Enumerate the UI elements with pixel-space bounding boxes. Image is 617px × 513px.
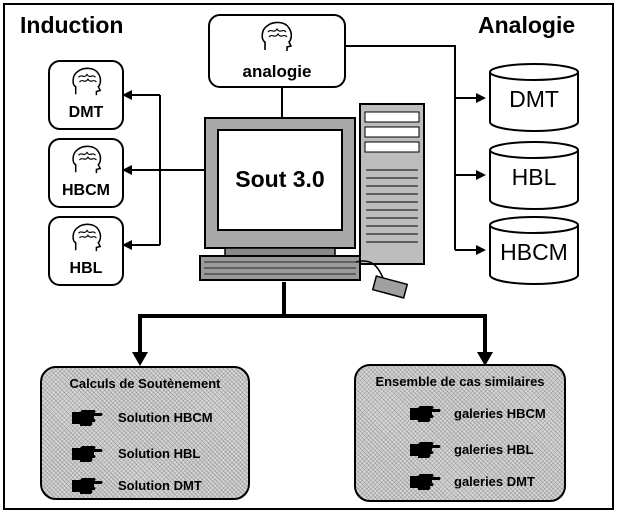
calculs-panel: Calculs de Soutènement Solution HBCM Sol… xyxy=(40,366,250,500)
panel-item-label: Solution DMT xyxy=(118,478,202,493)
database-dmt: DMT xyxy=(487,62,581,139)
pointing-hand-icon xyxy=(410,442,441,458)
analogie-box: analogie xyxy=(208,14,346,88)
induction-box-hbcm: HBCM xyxy=(48,138,124,208)
brain-head-icon xyxy=(72,67,102,96)
panel-item-label: galeries HBL xyxy=(454,442,534,457)
database-label: DMT xyxy=(509,86,559,112)
panel-left-arrowhead xyxy=(132,352,148,366)
pointing-hand-icon xyxy=(72,446,103,462)
computer-mouse xyxy=(371,275,409,299)
database-cylinder-icon xyxy=(489,141,579,210)
database-cylinder-icon xyxy=(489,63,579,132)
database-hbl: HBL xyxy=(487,140,581,217)
induction-box-dmt: DMT xyxy=(48,60,124,130)
computer-monitor xyxy=(204,117,356,257)
database-cylinder-icon xyxy=(489,216,579,285)
analogie-box-label: analogie xyxy=(242,62,312,81)
induction-heading: Induction xyxy=(20,12,124,38)
pointing-hand-icon xyxy=(72,410,103,426)
cas-similaires-panel: Ensemble de cas similaires galeries HBCM… xyxy=(354,364,566,502)
panel-right-arrowhead xyxy=(477,352,493,366)
brain-head-icon xyxy=(72,223,102,252)
panel-item-label: galeries DMT xyxy=(454,474,535,489)
analogie-to-db-line xyxy=(345,45,456,250)
panel-item-label: Solution HBL xyxy=(118,446,201,461)
panel-title: Ensemble de cas similaires xyxy=(375,374,545,389)
computer-keyboard xyxy=(199,255,361,281)
computer-tower xyxy=(359,103,425,265)
database-label: HBCM xyxy=(500,239,568,265)
induction-box-label: HBCM xyxy=(62,182,110,199)
pointing-hand-icon xyxy=(410,474,441,490)
analogie-heading: Analogie xyxy=(478,12,576,38)
outer-frame xyxy=(3,3,614,510)
brain-head-icon xyxy=(72,145,102,174)
pointing-hand-icon xyxy=(72,478,103,494)
panel-title: Calculs de Soutènement xyxy=(69,376,221,391)
induction-box-label: HBL xyxy=(69,260,103,277)
computer-screen-label: Sout 3.0 xyxy=(235,166,325,192)
panel-split-line xyxy=(138,314,487,356)
induction-box-label: DMT xyxy=(68,104,104,121)
panel-item-label: galeries HBCM xyxy=(454,406,546,421)
panel-item-label: Solution HBCM xyxy=(118,410,213,425)
database-hbcm: HBCM xyxy=(487,215,581,292)
database-label: HBL xyxy=(511,164,557,190)
induction-box-hbl: HBL xyxy=(48,216,124,286)
pointing-hand-icon xyxy=(410,406,441,422)
brain-head-icon xyxy=(261,21,293,51)
mouse-cable xyxy=(355,260,385,281)
